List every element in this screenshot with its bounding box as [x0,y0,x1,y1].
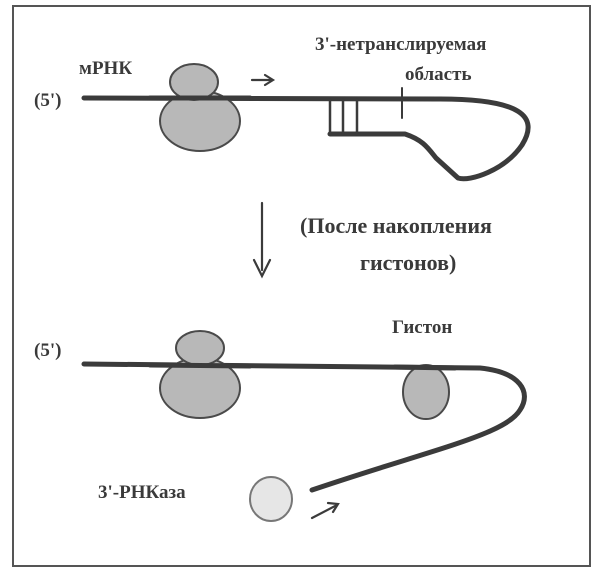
top-mrna-strand [81,95,531,182]
rnase-approach-arrow [310,501,340,520]
top-five-prime-label: (5') [34,90,61,111]
rnase-enzyme [249,476,293,522]
caption-line1: (После накопления [300,213,492,238]
histone-label: Гистон [392,317,452,338]
transition: (После накопления гистонов) [252,201,492,279]
bottom-strand-over-ribosome [147,362,253,369]
utr-label-line1: 3'-нетранслируемая [315,34,486,55]
bottom-mrna-strand [81,361,527,493]
mrna-label: мРНК [79,58,132,79]
top-ribosome-small-subunit [169,63,219,101]
diagram-frame [12,5,591,567]
histone-protein [402,364,450,420]
caption-line2: гистонов) [360,250,456,275]
utr-label-line2: область [405,64,472,85]
translation-direction-arrow [250,73,276,87]
top-panel: (5') мРНК 3'-нетранслируемая область [34,34,531,182]
bottom-five-prime-label: (5') [34,340,61,361]
rnase-label: 3'-РНКаза [98,482,186,503]
bottom-panel: (5') Гистон 3'-РНКаза [34,317,527,522]
stem-loop-rungs [328,98,359,136]
strand-over-histone [392,364,458,371]
down-arrow [252,201,272,279]
bottom-ribosome-small-subunit [175,330,225,366]
